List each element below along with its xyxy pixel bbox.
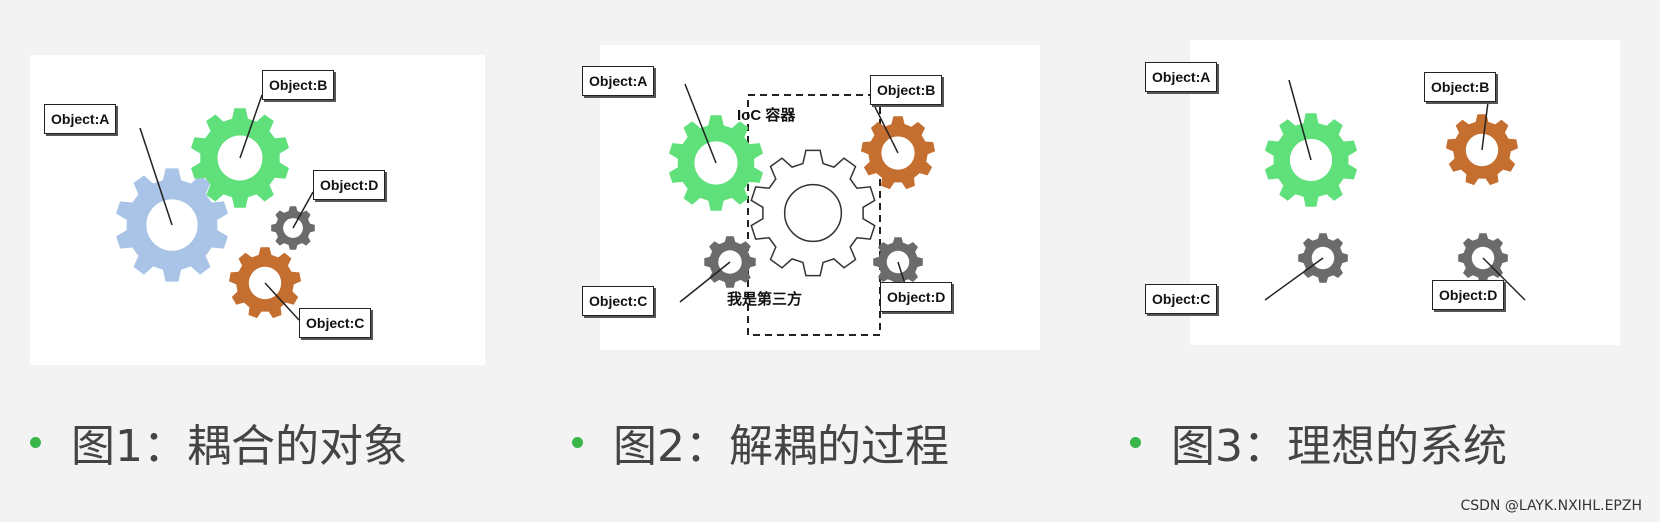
label-object-b: Object:B [262,70,335,100]
ioc-container-title: IoC 容器 [737,107,796,124]
caption-text: 图3：理想的系统 [1171,421,1507,472]
connector-line [239,94,263,159]
panel-ideal-system [1190,40,1620,345]
caption-figure-2: 图2：解耦的过程 [572,410,949,474]
label-object-d: Object:D [313,170,386,200]
connector-line [684,83,717,164]
bullet-dot [1130,436,1141,448]
label-object-c: Object:C [1145,284,1218,314]
connector-line [139,127,173,226]
caption-text: 图1：耦合的对象 [71,421,407,472]
bullet-dot [30,436,41,448]
connector-line [1288,79,1312,161]
label-object-b: Object:B [1424,72,1497,102]
connector-line [264,282,300,321]
connector-line [679,261,731,303]
label-object-b: Object:B [870,75,943,105]
bullet-dot [572,436,583,448]
label-object-a: Object:A [582,66,655,96]
label-object-c: Object:C [582,286,655,316]
ioc-container-box [747,94,881,336]
caption-text: 图2：解耦的过程 [613,421,949,472]
connector-line [1264,257,1324,301]
gear-icon [750,149,876,277]
connector-line [1482,257,1526,301]
ioc-container-subtitle: 我是第三方 [727,291,803,308]
label-object-a: Object:A [44,104,117,134]
connector-line [869,96,899,154]
caption-figure-1: 图1：耦合的对象 [30,410,407,474]
watermark: CSDN @LAYK.NXIHL.EPZH [1460,498,1642,514]
connector-line [292,191,314,229]
label-object-c: Object:C [299,308,372,338]
label-object-d: Object:D [880,282,953,312]
label-object-a: Object:A [1145,62,1218,92]
label-object-d: Object:D [1432,280,1505,310]
gear-icon [229,247,301,319]
caption-figure-3: 图3：理想的系统 [1130,410,1507,474]
